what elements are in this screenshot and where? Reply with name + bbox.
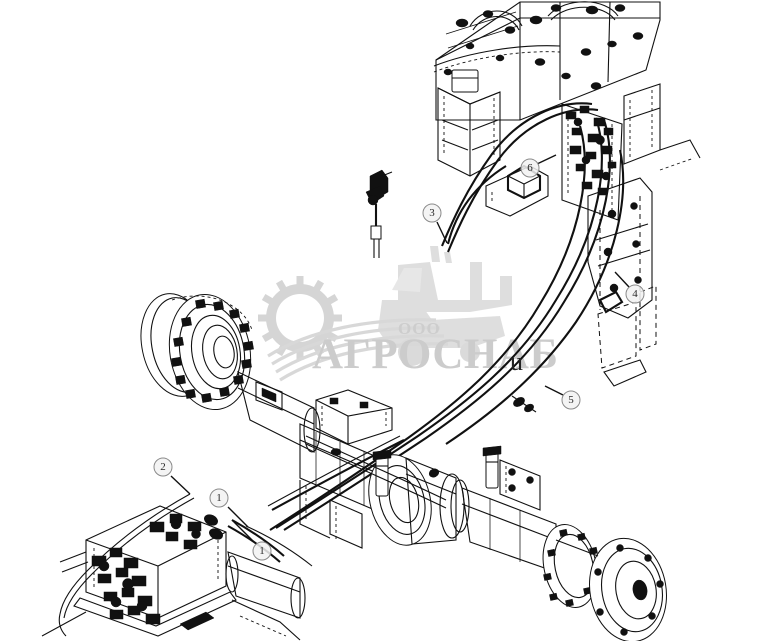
left-wheel-hub-brake bbox=[140, 293, 321, 453]
callout-bubble-2[interactable]: 2 bbox=[153, 457, 173, 477]
callout-leader-3 bbox=[436, 221, 448, 244]
stray-glyph-u: u bbox=[510, 347, 523, 376]
hydraulic-pump-motor bbox=[59, 505, 306, 637]
callout-label-5: 5 bbox=[568, 394, 574, 406]
callout-leader-1a bbox=[227, 506, 249, 528]
callout-bubble-5[interactable]: 5 bbox=[561, 390, 581, 410]
callout-layer: 1 1 2 3 4 bbox=[153, 154, 645, 561]
right-wheel-hub-brake bbox=[542, 524, 667, 641]
watermark-ooo: ООО bbox=[398, 319, 441, 338]
front-axle-housing bbox=[299, 389, 557, 573]
callout-label-4: 4 bbox=[632, 288, 638, 300]
callout-label-1a: 1 bbox=[216, 492, 222, 504]
callout-leader-6 bbox=[536, 154, 557, 165]
callout-label-1b: 1 bbox=[259, 545, 265, 557]
callout-leader-5 bbox=[544, 385, 564, 396]
field-rows-icon bbox=[267, 318, 449, 382]
callout-leader-4 bbox=[614, 271, 630, 288]
callout-bubble-4[interactable]: 4 bbox=[625, 284, 645, 304]
callout-leader-2 bbox=[170, 475, 191, 495]
callout-leader-1b bbox=[231, 519, 256, 544]
brake-hydraulic-lines bbox=[58, 102, 625, 637]
lower-frame-outline bbox=[41, 480, 363, 641]
callout-bubble-6[interactable]: 6 bbox=[520, 158, 540, 178]
callout-bubble-1a[interactable]: 1 bbox=[209, 488, 229, 508]
callout-label-6: 6 bbox=[527, 162, 533, 174]
callout-label-3: 3 bbox=[429, 207, 435, 219]
callout-bubble-1b[interactable]: 1 bbox=[252, 541, 272, 561]
detached-sensor-valve bbox=[365, 169, 393, 258]
callout-label-2: 2 bbox=[160, 461, 166, 473]
callout-bubble-3[interactable]: 3 bbox=[422, 203, 442, 223]
